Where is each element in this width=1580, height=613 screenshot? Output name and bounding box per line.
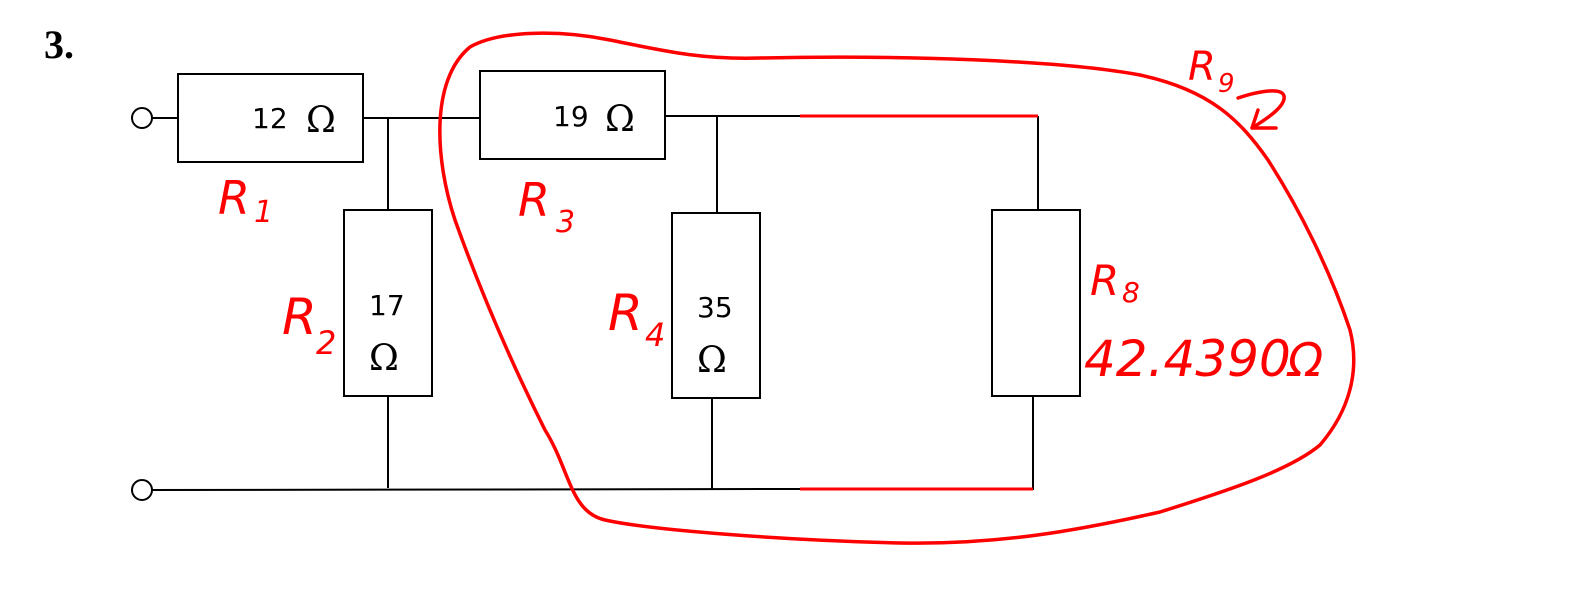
resistor-r1-body xyxy=(177,73,364,163)
resistor-r3-value: 19 xyxy=(553,100,589,133)
resistor-r4-value: 35 xyxy=(697,291,733,324)
circuit-wires xyxy=(151,115,1039,491)
svg-text:Ω: Ω xyxy=(1286,333,1323,387)
svg-text:R: R xyxy=(1188,44,1216,90)
question-number: 3. xyxy=(44,22,74,67)
resistor-r4-body xyxy=(671,212,761,399)
svg-text:R: R xyxy=(608,284,643,342)
svg-text:8: 8 xyxy=(1122,276,1140,309)
svg-text:1: 1 xyxy=(254,195,273,230)
svg-text:42.4390: 42.4390 xyxy=(1084,330,1291,388)
highlighted-wires xyxy=(800,114,1038,491)
svg-text:2: 2 xyxy=(316,324,336,362)
curved-arrow-icon xyxy=(1236,89,1286,130)
resistor-r1-unit: Ω xyxy=(306,100,336,141)
svg-text:R: R xyxy=(518,173,550,227)
svg-text:R: R xyxy=(282,288,317,346)
input-terminal-bottom xyxy=(131,479,153,501)
resistor-r2: 17 Ω xyxy=(343,209,433,397)
resistor-r3-body xyxy=(479,70,666,160)
resistor-r8-body xyxy=(991,209,1081,397)
equivalent-enclosure-loop xyxy=(438,31,1356,545)
resistor-r3-unit: Ω xyxy=(605,99,635,140)
svg-text:R: R xyxy=(218,171,250,225)
label-r4: R 4 xyxy=(608,284,665,354)
svg-text:9: 9 xyxy=(1218,69,1235,99)
label-r8-value: 42.4390 Ω xyxy=(1084,330,1323,388)
label-r8: R 8 xyxy=(1090,256,1140,309)
input-terminal-top xyxy=(131,107,153,129)
label-r2: R 2 xyxy=(282,288,336,362)
svg-text:R: R xyxy=(1090,256,1119,305)
label-r9: R 9 xyxy=(1188,44,1235,99)
resistor-r4: 35 Ω xyxy=(671,212,761,399)
resistor-r2-value: 17 xyxy=(369,289,405,322)
label-r1: R 1 xyxy=(218,171,273,230)
resistor-r3: 19 Ω xyxy=(479,70,666,160)
resistor-r1-value: 12 xyxy=(252,102,288,135)
resistor-r2-unit: Ω xyxy=(369,338,399,379)
resistor-r1: 12 Ω xyxy=(177,73,364,163)
svg-text:4: 4 xyxy=(645,316,665,354)
svg-text:3: 3 xyxy=(556,205,575,240)
resistor-r4-unit: Ω xyxy=(697,340,727,381)
label-r3: R 3 xyxy=(518,173,575,240)
resistor-r2-body xyxy=(343,209,433,397)
